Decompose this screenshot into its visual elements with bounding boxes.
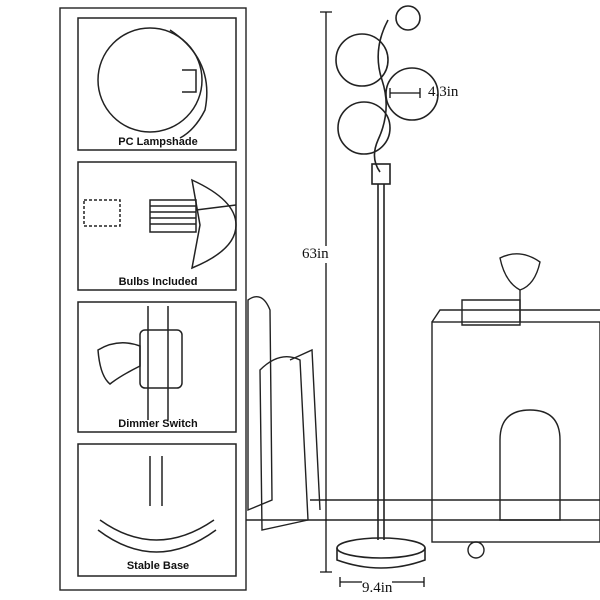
lamp-pole — [377, 184, 385, 540]
led-chip — [83, 199, 121, 227]
height-dimension-caps — [320, 11, 332, 573]
panel-frame-1 — [77, 17, 237, 151]
armchair-arm — [259, 356, 309, 531]
cabinet-top — [431, 309, 600, 323]
lamp-arm-curve — [373, 19, 389, 173]
bulb-stem — [195, 204, 237, 211]
lamp-base-top — [336, 537, 426, 559]
left-column-frame — [59, 7, 247, 591]
height-label: 63in — [302, 246, 329, 263]
lampshade-arm — [169, 29, 208, 139]
armchair-back — [247, 296, 273, 512]
hand-sketch — [97, 342, 141, 385]
base-curve-top — [99, 519, 215, 541]
panel-label-bulbs: Bulbs Included — [118, 276, 198, 288]
base-dimension-caps — [339, 577, 425, 587]
base-pole — [149, 456, 163, 506]
frame-decor — [461, 299, 521, 326]
armchair-side — [289, 348, 321, 511]
thread-lines — [150, 205, 196, 225]
base-diameter-label: 9.4in — [362, 580, 393, 597]
panel-label-base: Stable Base — [126, 560, 190, 572]
cabinet — [431, 321, 600, 543]
bird-decor — [499, 253, 541, 291]
lamp-connector — [371, 163, 391, 185]
dimmer-pole — [147, 306, 169, 420]
cabinet-wheel — [467, 541, 485, 559]
panel-frame-4 — [77, 443, 237, 577]
shade-diameter-label: 4.3in — [428, 84, 459, 100]
lamp-globe-top — [395, 5, 421, 31]
cabinet-opening — [499, 409, 561, 521]
lampshade-globe — [97, 27, 203, 133]
lamp-base-side — [336, 548, 426, 569]
lamp-globe-top-left — [335, 33, 389, 87]
panel-label-dimmer: Dimmer Switch — [118, 418, 198, 430]
base-curve-bottom — [97, 529, 217, 553]
shade-dimension-caps — [389, 88, 421, 98]
lamp-globe-right — [385, 67, 439, 121]
lamp-globe-bottom-left — [337, 101, 391, 155]
panel-label-lampshade: PC Lampshade — [118, 136, 198, 148]
bulb-reflector — [191, 178, 237, 270]
bulb-thread — [149, 199, 197, 233]
lampshade-socket — [182, 69, 197, 93]
panel-frame-3 — [77, 301, 237, 433]
